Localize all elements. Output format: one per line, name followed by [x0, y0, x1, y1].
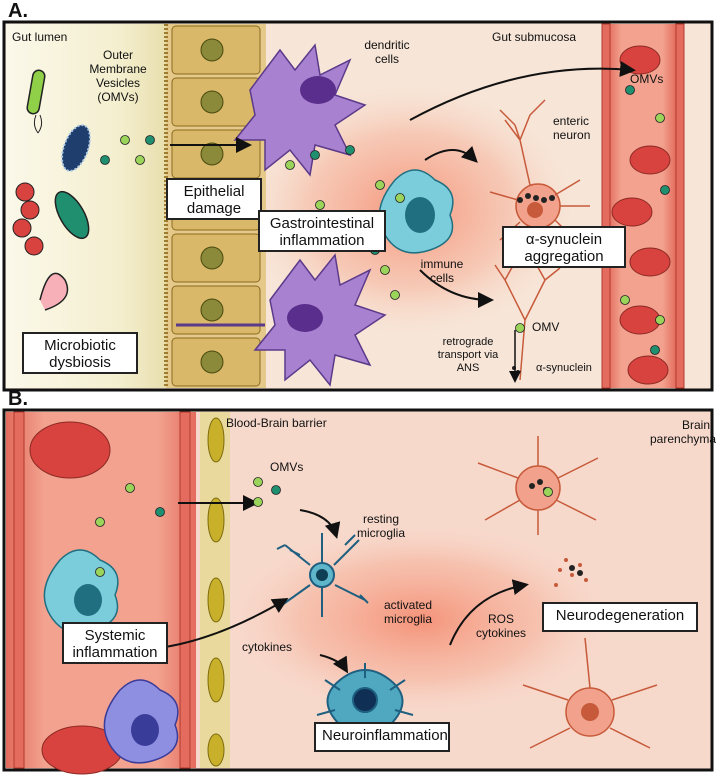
epithelial-nucleus: [200, 142, 224, 166]
brain-parenchyma-label: Brain parenchyma: [650, 418, 717, 446]
omv-dot: [125, 483, 135, 493]
activated-microglia: [316, 663, 414, 739]
activated-microglia-label: activated microglia: [383, 598, 433, 626]
dendritic-cell-bottom: [176, 253, 387, 387]
bbb-cells: [207, 417, 225, 767]
omv-dot: [285, 160, 295, 170]
omv-dot: [135, 155, 145, 165]
omvs-label-b: OMVs: [270, 460, 304, 474]
omv-dot: [271, 485, 281, 495]
degenerating-fragments: [554, 558, 588, 587]
omv-dot: [375, 180, 385, 190]
omv-dot: [253, 497, 263, 507]
red-blood-cell: [619, 305, 661, 335]
brain-neuron-bottom: [522, 637, 658, 749]
red-blood-cell: [629, 145, 671, 175]
gut-submucosa-label: Gut submucosa: [492, 30, 577, 44]
dendritic-cell-top: [233, 43, 367, 177]
epithelial-nucleus: [200, 90, 224, 114]
bacteria: [12, 69, 91, 311]
panel-a: [2, 20, 714, 392]
panel-b: [2, 408, 714, 775]
omv-dot: [145, 135, 155, 145]
asyn-label: α-synuclein: [536, 362, 592, 374]
epithelial-nucleus: [200, 246, 224, 270]
arrows-a: [170, 60, 636, 308]
omv-dot: [650, 345, 660, 355]
omv-dot: [253, 477, 263, 487]
omv-full-label: Outer Membrane Vesicles (OMVs): [89, 48, 147, 104]
omv-dot: [310, 150, 320, 160]
omv-dot: [655, 113, 665, 123]
omv-dot: [345, 145, 355, 155]
immune-cells-label: immune cells: [420, 257, 464, 285]
omv-dot: [625, 85, 635, 95]
red-blood-cell: [627, 355, 669, 385]
omv-dot: [655, 315, 665, 325]
dendritic-cells-label: dendritic cells: [364, 38, 410, 66]
asyn-aggregation-box: α-synuclein aggregation: [502, 226, 626, 268]
neurodegeneration-box: Neurodegeneration: [542, 602, 698, 632]
epithelial-nucleus: [200, 350, 224, 374]
blood-vessel-a: [601, 23, 685, 389]
omv-label: OMV: [532, 320, 560, 334]
omv-dot: [380, 265, 390, 275]
panel-a-letter: A.: [8, 0, 28, 22]
omv-dot: [395, 193, 405, 203]
cytokines-label: cytokines: [242, 640, 293, 654]
neuroinflammation-box: Neuroinflammation: [314, 722, 450, 752]
omv-dot: [515, 323, 525, 333]
epithelial-nucleus: [200, 38, 224, 62]
omv-dot: [543, 487, 553, 497]
omv-dot: [95, 567, 105, 577]
omv-dots-b: [95, 477, 553, 577]
omv-dot: [315, 200, 325, 210]
omv-dot: [120, 135, 130, 145]
red-blood-cell: [629, 247, 671, 277]
systemic-inflammation-box: Systemic inflammation: [62, 622, 168, 664]
resting-microglia-label: resting microglia: [356, 512, 405, 540]
omv-dot: [620, 295, 630, 305]
omvs-label-a: OMVs: [630, 72, 664, 86]
omv-dot: [100, 155, 110, 165]
resting-microglia: [276, 533, 369, 617]
gi-inflammation-box: Gastrointestinal inflammation: [258, 210, 386, 252]
epithelial-nucleus: [200, 298, 224, 322]
gut-lumen-label: Gut lumen: [12, 30, 68, 44]
panel-b-letter: B.: [8, 388, 28, 410]
epithelial-damage-box: Epithelial damage: [166, 178, 262, 220]
retrograde-label: retrograde transport via ANS: [437, 336, 499, 374]
omv-dot: [390, 290, 400, 300]
enteric-neuron-bottom: [494, 261, 561, 381]
omv-dots-a: [100, 85, 670, 355]
microbiotic-dysbiosis-box: Microbiotic dysbiosis: [22, 332, 138, 374]
omv-dot: [155, 507, 165, 517]
enteric-neuron-label: enteric neuron: [553, 114, 591, 142]
brain-neuron-top: [477, 436, 599, 535]
ros-cytokines-label: ROS cytokines: [475, 612, 527, 640]
bbb-label: Blood-Brain barrier: [226, 416, 327, 430]
omv-dot: [660, 185, 670, 195]
omv-dot: [95, 517, 105, 527]
red-blood-cell: [611, 197, 653, 227]
